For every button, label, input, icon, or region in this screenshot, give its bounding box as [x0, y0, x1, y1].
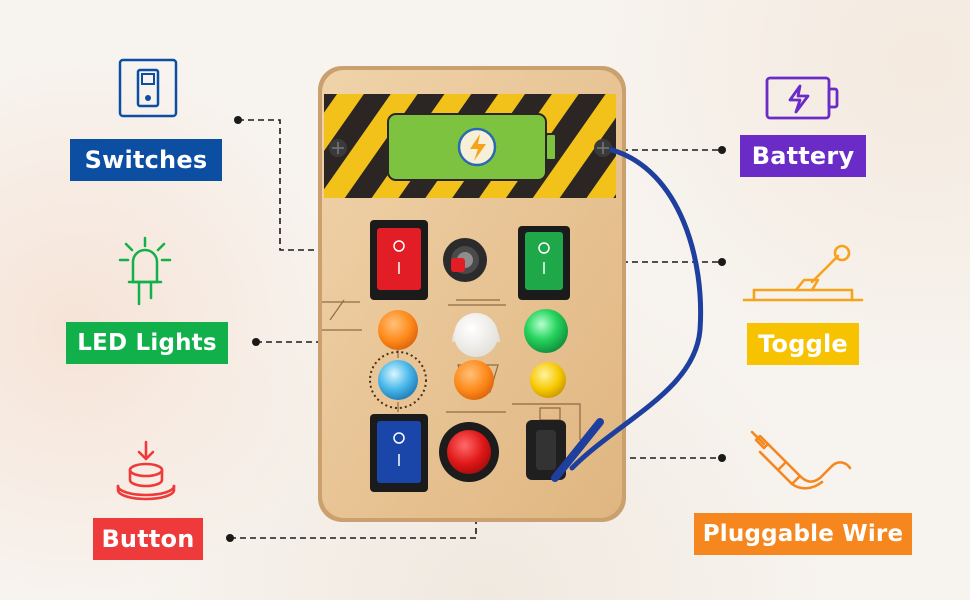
battery-icon	[765, 76, 839, 120]
audio-jack-icon	[750, 430, 852, 490]
blue-led	[369, 351, 427, 409]
metal-toggle-switch	[443, 238, 487, 282]
led-lights-label: LED Lights	[66, 322, 228, 364]
blue-wire	[569, 147, 704, 471]
orange-led-2	[454, 360, 494, 400]
switches-label: Switches	[70, 139, 222, 181]
blue-rocker-switch	[370, 414, 428, 492]
plug-body	[551, 418, 604, 482]
screw-right	[594, 139, 612, 157]
red-push-button	[439, 422, 499, 482]
green-led	[524, 309, 568, 353]
screw-left	[329, 139, 347, 157]
orange-led	[378, 310, 418, 350]
led-bulb-icon	[118, 236, 172, 306]
button-label: Button	[93, 518, 203, 560]
pluggable-wire-label: Pluggable Wire	[694, 513, 912, 555]
wire-jack-socket	[526, 420, 566, 480]
toggle-label: Toggle	[747, 323, 859, 365]
green-rocker-switch	[518, 226, 570, 300]
toggle-lever-icon	[742, 244, 864, 302]
battery-label: Battery	[740, 135, 866, 177]
push-button-icon	[116, 440, 176, 501]
red-rocker-switch	[370, 220, 428, 300]
yellow-led	[530, 362, 566, 398]
light-switch-icon	[118, 58, 178, 118]
